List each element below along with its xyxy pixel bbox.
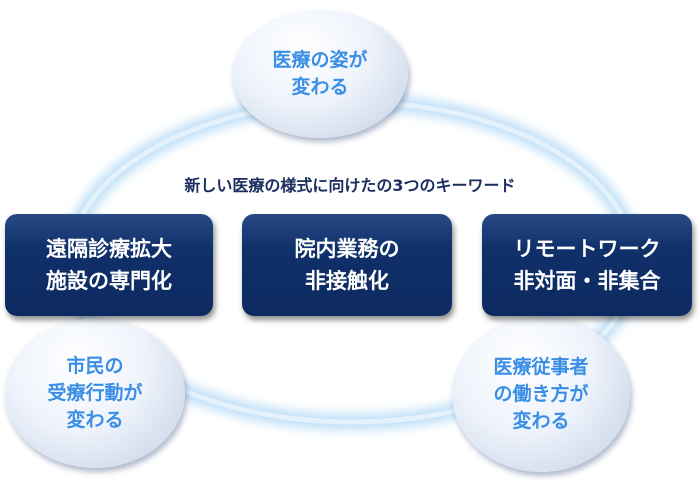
outcome-label: 医療従事者 の働き方が 変わる	[493, 355, 589, 432]
keyword-remote-work: リモートワーク 非対面・非集合	[482, 214, 692, 316]
keyword-contactless: 院内業務の 非接触化	[242, 214, 452, 316]
outcome-medical-care: 医療の姿が 変わる	[232, 10, 408, 138]
outcome-workstyle: 医療従事者 の働き方が 変わる	[452, 316, 630, 472]
outcome-label: 市民の 受療行動が 変わる	[47, 354, 143, 431]
keyword-remote-care: 遠隔診療拡大 施設の専門化	[5, 214, 213, 316]
diagram-title: 新しい医療の様式に向けたの3つのキーワード	[184, 176, 516, 195]
outcome-label: 医療の姿が 変わる	[272, 49, 368, 98]
outcome-citizen-behavior: 市民の 受療行動が 変わる	[5, 318, 185, 468]
